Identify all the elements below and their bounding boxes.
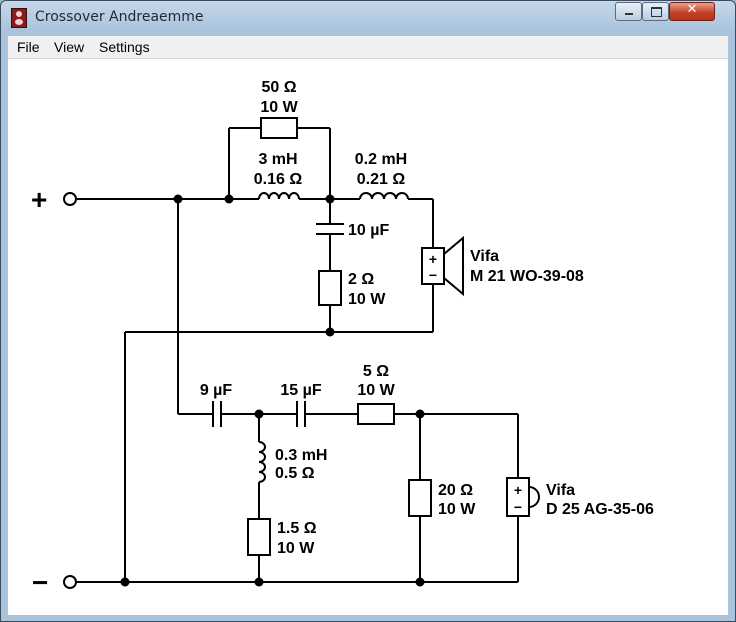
speaker-app-icon[interactable]	[11, 8, 27, 28]
resistor-20-ohm[interactable]	[408, 479, 432, 517]
tweeter-brand: Vifa	[546, 482, 575, 499]
junction-dot	[325, 194, 335, 204]
junction-dot	[415, 577, 425, 587]
inductor-0-3mh[interactable]	[258, 441, 266, 483]
tweeter-speaker-body[interactable]	[506, 477, 530, 517]
junction-dot	[224, 194, 234, 204]
label-20-ohm: 20 Ω	[438, 482, 473, 499]
resistor-5-ohm[interactable]	[357, 403, 395, 425]
label-50-ohm-power: 10 W	[260, 99, 298, 116]
junction-dot	[325, 327, 335, 337]
resistor-50-ohm[interactable]	[260, 117, 298, 139]
label-3mh: 3 mH	[258, 151, 297, 168]
junction-dot	[173, 194, 183, 204]
window-title: Crossover Andreaemme	[35, 9, 204, 25]
positive-sign: +	[31, 184, 47, 215]
negative-terminal[interactable]	[63, 575, 77, 589]
label-0-3mh-resistance: 0.5 Ω	[275, 465, 315, 482]
tweeter-polarity-plus: +	[514, 482, 522, 498]
label-2-ohm-power: 10 W	[348, 291, 386, 308]
positive-terminal[interactable]	[63, 192, 77, 206]
minimize-button[interactable]	[615, 2, 642, 21]
title-bar[interactable]: Crossover Andreaemme ✕	[1, 1, 735, 35]
resistor-1-5-ohm[interactable]	[247, 518, 271, 556]
label-5-ohm-power: 10 W	[357, 382, 395, 399]
label-9uf: 9 µF	[200, 382, 233, 399]
woofer-polarity-minus: −	[429, 267, 437, 283]
menu-settings[interactable]: Settings	[99, 39, 150, 55]
label-15uf: 15 µF	[280, 382, 321, 399]
tweeter-model: D 25 AG-35-06	[546, 501, 654, 518]
label-10uf: 10 µF	[348, 222, 389, 239]
menu-file[interactable]: File	[17, 39, 40, 55]
woofer-speaker-cone	[443, 235, 464, 297]
schematic-canvas[interactable]: + − + − + − 50 Ω 10 W 3 mH 0.16 Ω 0.2 mH…	[8, 58, 728, 615]
woofer-brand: Vifa	[470, 248, 499, 265]
junction-dot	[415, 409, 425, 419]
negative-sign: −	[32, 567, 48, 598]
label-20-ohm-power: 10 W	[438, 501, 476, 518]
woofer-polarity-plus: +	[429, 251, 437, 267]
label-5-ohm: 5 Ω	[363, 363, 389, 380]
label-1-5-ohm: 1.5 Ω	[277, 520, 317, 537]
close-icon: ✕	[686, 2, 698, 17]
label-1-5-ohm-power: 10 W	[277, 540, 315, 557]
inductor-3mh[interactable]	[258, 192, 300, 200]
menu-bar: File View Settings	[8, 36, 728, 58]
tweeter-speaker-dome	[528, 486, 540, 508]
label-2-ohm: 2 Ω	[348, 271, 374, 288]
crossover-schematic: + − + − + − 50 Ω 10 W 3 mH 0.16 Ω 0.2 mH…	[31, 79, 654, 598]
menu-view[interactable]: View	[54, 39, 85, 55]
junction-dot	[254, 577, 264, 587]
label-0-3mh: 0.3 mH	[275, 447, 327, 464]
junction-dot	[120, 577, 130, 587]
junction-dot	[254, 409, 264, 419]
maximize-button[interactable]	[642, 2, 669, 21]
woofer-model: M 21 WO-39-08	[470, 268, 584, 285]
close-button[interactable]: ✕	[669, 2, 715, 21]
inductor-0-2mh[interactable]	[359, 192, 409, 200]
tweeter-polarity-minus: −	[514, 499, 522, 515]
label-3mh-resistance: 0.16 Ω	[254, 171, 303, 188]
label-50-ohm: 50 Ω	[261, 79, 296, 96]
label-0-2mh: 0.2 mH	[355, 151, 407, 168]
resistor-2-ohm[interactable]	[318, 270, 342, 306]
label-0-2mh-resistance: 0.21 Ω	[357, 171, 406, 188]
